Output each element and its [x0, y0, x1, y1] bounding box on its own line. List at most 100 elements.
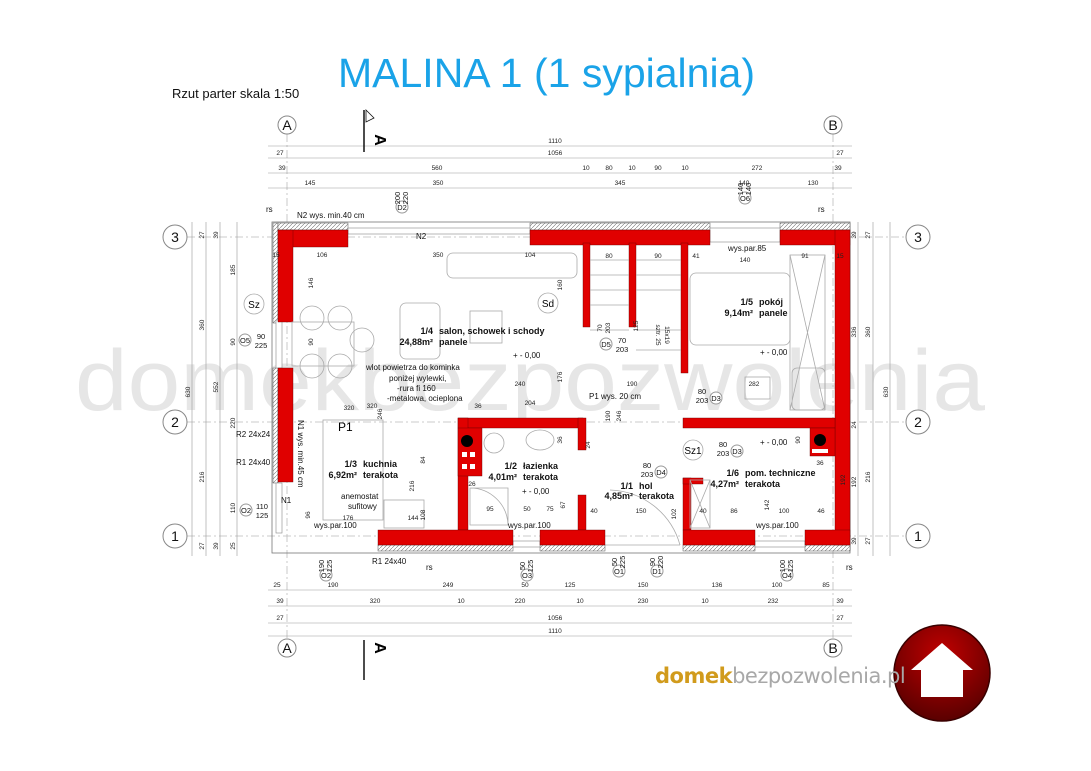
opening-width: 110 [256, 502, 268, 511]
opening-width: 80 [698, 387, 706, 396]
dimension-label: 350 [433, 180, 444, 187]
opening-height: 125 [786, 560, 795, 573]
dimension-label: 96 [305, 511, 312, 519]
dimension-label: 106 [317, 252, 328, 259]
dimension-label: 27 [276, 150, 284, 157]
dimension-label: 90 [308, 338, 315, 346]
room-number: 1/4 [420, 326, 433, 336]
axis-markers: A B A B 3 2 1 3 2 1 [162, 115, 931, 658]
dimension-label: 345 [615, 180, 626, 187]
sill-height-bath: wys.par.100 [507, 521, 551, 530]
dimension-label: 190 [627, 381, 638, 388]
dimension-label: 192 [840, 474, 847, 485]
downpipe-label: rs [426, 563, 433, 572]
dimension-label: 39 [278, 165, 286, 172]
room-name: łazienka [523, 461, 559, 471]
opening-id: O5 [240, 336, 250, 345]
room-number: 1/1 [620, 481, 633, 491]
room-floor: panele [759, 308, 788, 318]
dimension-label: 41 [692, 253, 700, 260]
dimension-label: 176 [557, 371, 564, 382]
dimension-label: 39 [851, 537, 858, 545]
sofa [446, 252, 578, 279]
dimension-label: 27 [865, 537, 872, 545]
r1-lintel-bottom: R1 24x40 [372, 557, 407, 566]
dimension-label: 140 [740, 257, 751, 264]
dimension-label: 150 [638, 582, 649, 589]
sz1-marker [682, 439, 704, 461]
dimension-label: 27 [276, 615, 284, 622]
dimension-label: 232 [768, 598, 779, 605]
n2-label: N2 [416, 232, 427, 241]
axis-bubble [162, 409, 188, 435]
room-number: 1/3 [344, 459, 357, 469]
opening-height: 125 [256, 511, 269, 520]
dimension-label: 36 [816, 460, 824, 467]
dimension-label: 192 [851, 476, 858, 487]
dimension-label: 27 [199, 542, 206, 550]
dimension-label: 10 [576, 598, 584, 605]
opening-width: 100 [778, 560, 787, 573]
axis-b-bottom: B [828, 640, 837, 656]
dimension-label: 185 [230, 264, 237, 275]
dimension-label: 552 [213, 381, 220, 392]
dimension-label: 50 [521, 582, 529, 589]
room-area: 4,01m² [488, 472, 517, 482]
opening-id: O6 [740, 194, 750, 203]
dimension-label: 240 [515, 381, 526, 388]
dimension-label: 70 [597, 324, 604, 332]
axis-b-bottom-bubble [823, 638, 843, 658]
axis-a-top: A [282, 117, 292, 133]
axis-b-top-bubble [823, 115, 843, 135]
coffee-table [469, 310, 503, 344]
axis-a-bottom: A [282, 640, 292, 656]
opening-width: 90 [257, 332, 265, 341]
axis-a-bottom-bubble [277, 638, 297, 658]
dimension-label: 39 [213, 231, 220, 239]
dimension-label: 220 [515, 598, 526, 605]
opening-width: 90 [648, 558, 657, 566]
dimension-label: 10 [681, 165, 689, 172]
level-mark: + - 0,00 [760, 438, 788, 447]
room-area: 4,85m² [604, 491, 633, 501]
room-name: pokój [759, 297, 783, 307]
opening-bubble [730, 444, 744, 458]
dimension-label: 108 [420, 509, 427, 520]
opening-bubble [612, 564, 626, 578]
dimension-label: 67 [560, 501, 567, 509]
dimension-label: 216 [865, 471, 872, 482]
dimension-label: 190 [605, 410, 612, 421]
opening-bubble [650, 564, 664, 578]
opening-id: O4 [782, 571, 792, 580]
room-floor: terakota [745, 479, 781, 489]
dimension-label: 1056 [548, 150, 563, 157]
dimension-label: 15 [836, 253, 844, 260]
dimension-label: 336 [851, 326, 858, 337]
opening-width: 80 [643, 461, 651, 470]
dimension-label: 136 [712, 582, 723, 589]
dimension-label: 24 [585, 441, 592, 449]
washbasin [525, 429, 555, 451]
brand-logo [893, 624, 991, 722]
opening-width: 200 [393, 192, 402, 205]
window-o2 [275, 482, 283, 534]
dimension-label: 350 [433, 252, 444, 259]
opening-bubble [709, 391, 723, 405]
brand-part2: bezpozwolenia.pl [732, 664, 906, 688]
room-name: pom. techniczne [745, 468, 816, 478]
opening-height: 125 [526, 560, 535, 573]
dimension-label: 246 [377, 408, 384, 419]
opening-bubble [238, 333, 252, 347]
armchair-room [791, 367, 826, 411]
axis-a-top-bubble [277, 115, 297, 135]
entry-door-d1 [605, 489, 681, 546]
room-labels: 1/4 salon, schowek i schody 24,88m² pane… [328, 297, 815, 501]
